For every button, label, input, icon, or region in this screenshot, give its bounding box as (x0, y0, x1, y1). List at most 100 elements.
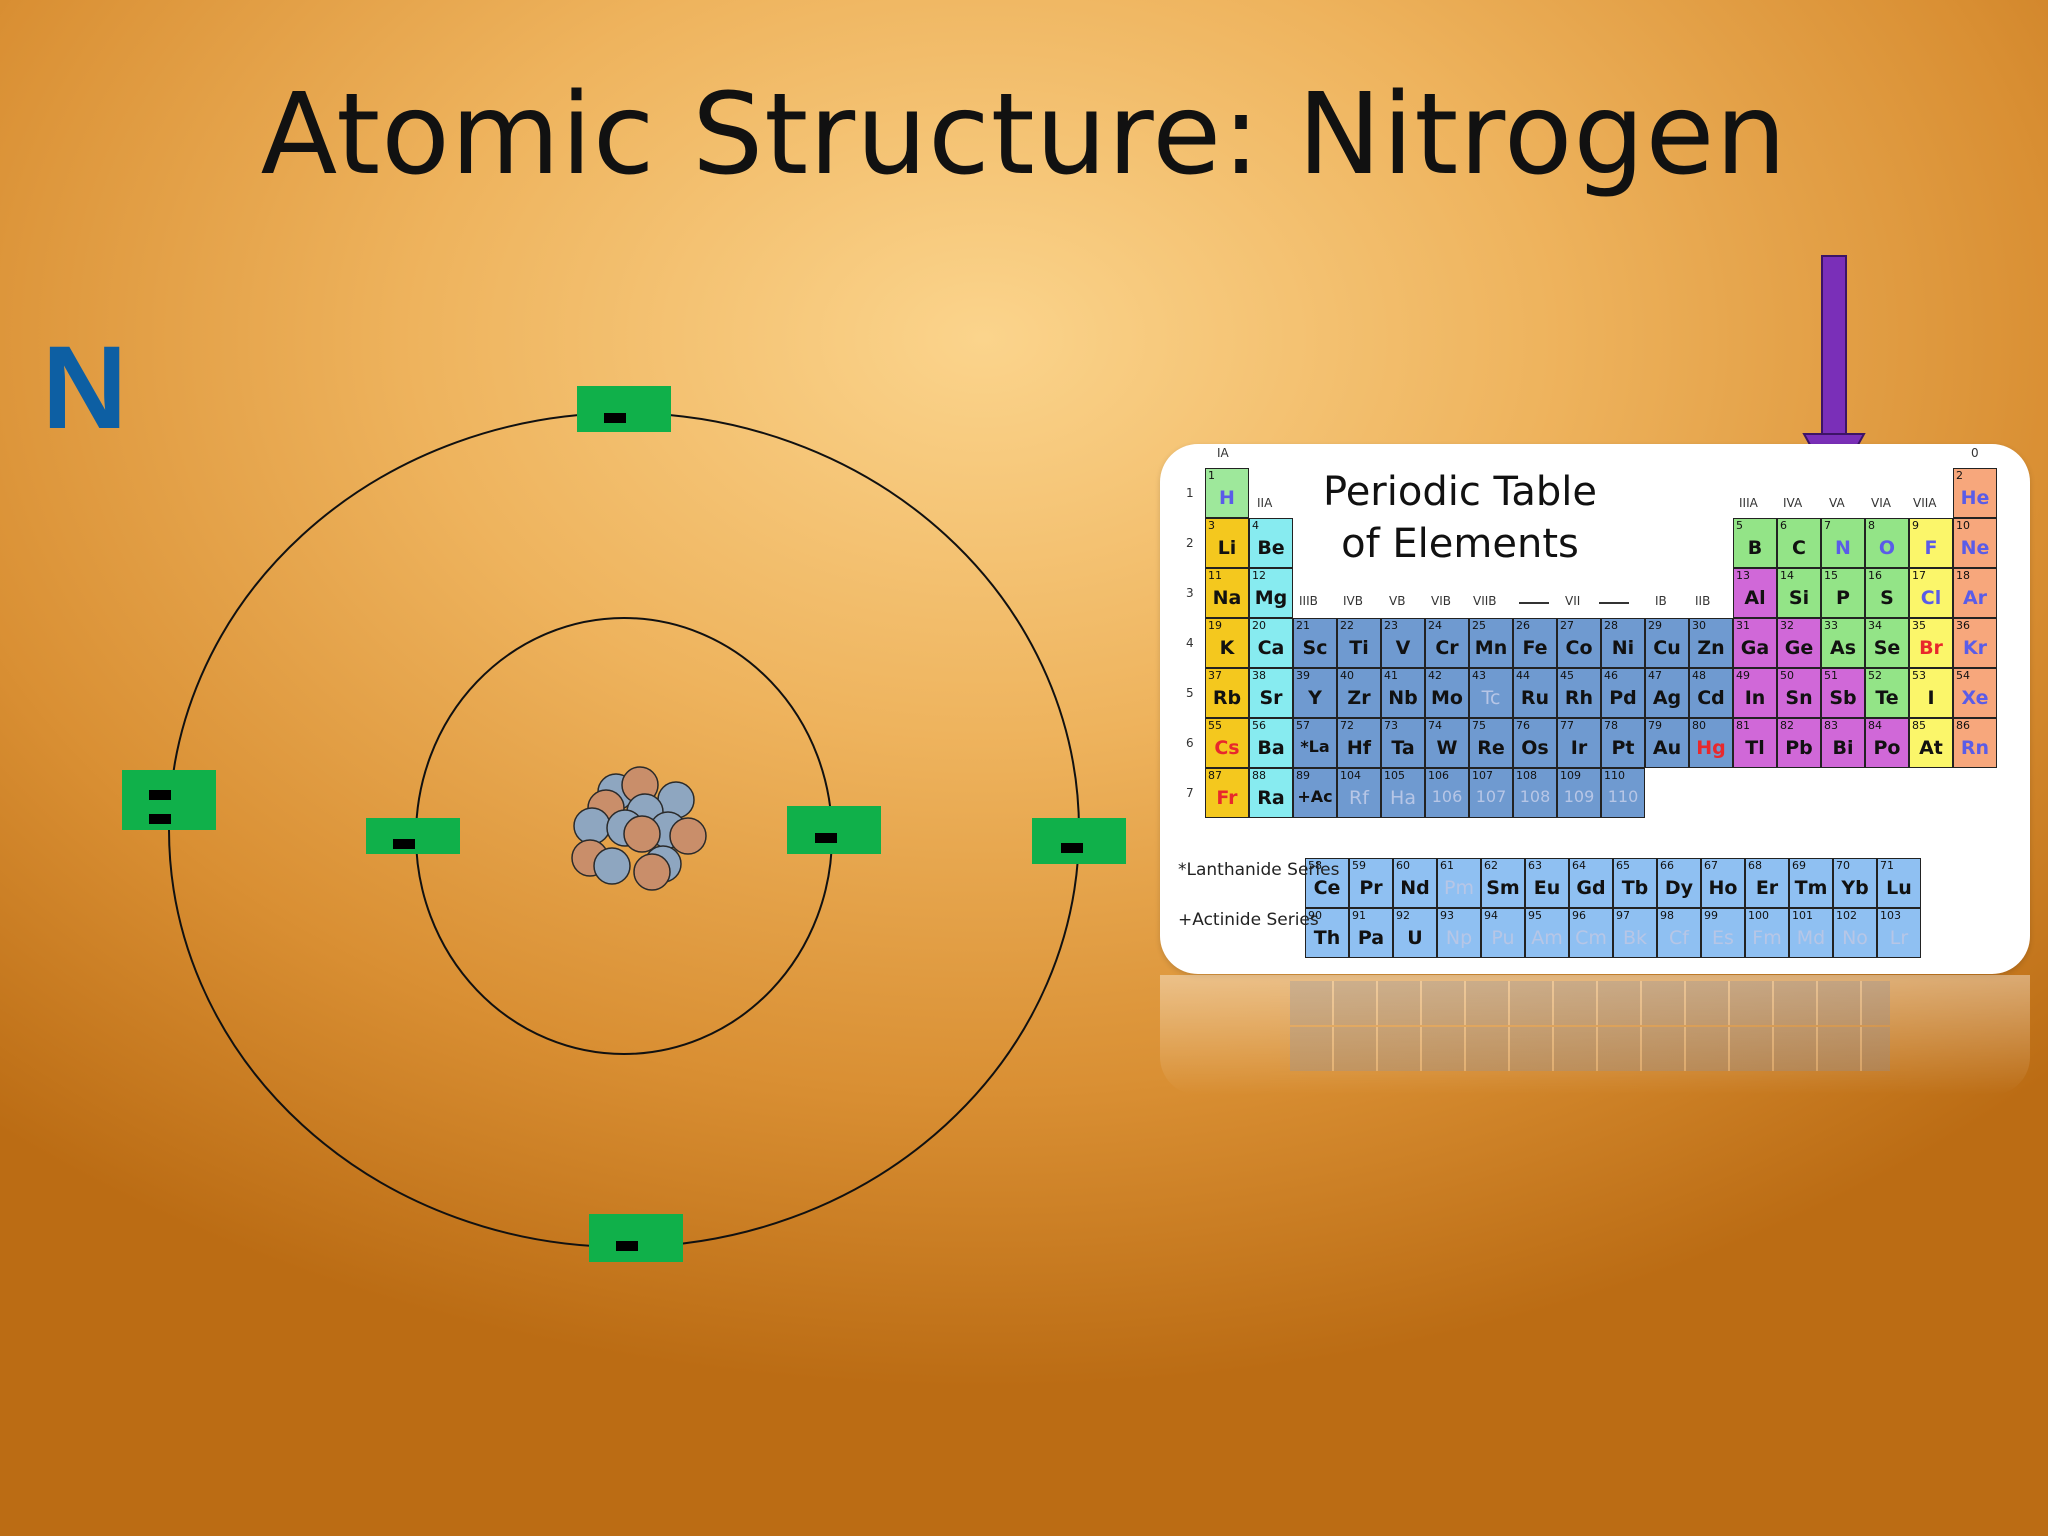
group-label: IIA (1257, 496, 1272, 510)
element-cell-es: 99Es (1701, 908, 1745, 958)
element-cell-os: 76Os (1513, 718, 1557, 768)
element-symbol-text: Mn (1470, 637, 1512, 659)
group-label: VIIA (1913, 496, 1937, 510)
atomic-number: 21 (1296, 619, 1310, 632)
element-symbol-text: Sb (1822, 687, 1864, 709)
element-cell-v: 23V (1381, 618, 1425, 668)
periodic-table-title: Periodic Table of Elements (1310, 466, 1610, 570)
atomic-number: 16 (1868, 569, 1882, 582)
element-symbol-text: Eu (1526, 877, 1568, 899)
element-symbol-text: U (1394, 927, 1436, 949)
element-cell-ne: 10Ne (1953, 518, 1997, 568)
element-cell-dy: 66Dy (1657, 858, 1701, 908)
atomic-number: 8 (1868, 519, 1875, 532)
atomic-number: 46 (1604, 669, 1618, 682)
element-symbol-text: Np (1438, 927, 1480, 949)
element-cell-lu: 71Lu (1877, 858, 1921, 908)
element-cell-o: 8O (1865, 518, 1909, 568)
element-symbol-text: Sn (1778, 687, 1820, 709)
periodic-table-reflection (1160, 975, 2030, 1095)
element-symbol-text: Rh (1558, 687, 1600, 709)
element-symbol-text: F (1910, 537, 1952, 559)
atomic-number: 69 (1792, 859, 1806, 872)
atomic-number: 32 (1780, 619, 1794, 632)
element-symbol-text: Pu (1482, 927, 1524, 949)
group-label: VB (1389, 594, 1405, 608)
element-cell-sb: 51Sb (1821, 668, 1865, 718)
atomic-number: 41 (1384, 669, 1398, 682)
element-symbol-text: Zn (1690, 637, 1732, 659)
atomic-number: 30 (1692, 619, 1706, 632)
element-cell-pd: 46Pd (1601, 668, 1645, 718)
element-cell-ac: 89+Ac (1293, 768, 1337, 818)
element-symbol-text: Ge (1778, 637, 1820, 659)
element-symbol-text: Co (1558, 637, 1600, 659)
element-cell-be: 4Be (1249, 518, 1293, 568)
element-symbol-text: Te (1866, 687, 1908, 709)
atomic-number: 12 (1252, 569, 1266, 582)
group-label: IB (1655, 594, 1667, 608)
element-symbol-text: Br (1910, 637, 1952, 659)
atomic-number: 49 (1736, 669, 1750, 682)
atomic-number: 45 (1560, 669, 1574, 682)
element-symbol-text: Ra (1250, 787, 1292, 809)
element-cell-nb: 41Nb (1381, 668, 1425, 718)
element-symbol-text: Xe (1954, 687, 1996, 709)
electron-minus-sign (815, 833, 837, 843)
atomic-number: 60 (1396, 859, 1410, 872)
periodic-table: Periodic Table of Elements 1H2He3Li4Be5B… (1160, 444, 2030, 974)
element-cell-c: 6C (1777, 518, 1821, 568)
element-symbol-text: Pt (1602, 737, 1644, 759)
element-symbol-text: Pr (1350, 877, 1392, 899)
element-cell-110: 110110 (1601, 768, 1645, 818)
element-cell-ra: 88Ra (1249, 768, 1293, 818)
bohr-model-diagram (0, 0, 1140, 1300)
atomic-number: 35 (1912, 619, 1926, 632)
element-symbol-text: B (1734, 537, 1776, 559)
electron-minus-sign (1061, 843, 1083, 853)
element-cell-ru: 44Ru (1513, 668, 1557, 718)
element-symbol-text: Cf (1658, 927, 1700, 949)
atomic-number: 101 (1792, 909, 1813, 922)
element-symbol-text: Dy (1658, 877, 1700, 899)
atomic-number: 87 (1208, 769, 1222, 782)
atomic-number: 73 (1384, 719, 1398, 732)
element-symbol-text: Ni (1602, 637, 1644, 659)
element-cell-rn: 86Rn (1953, 718, 1997, 768)
electron-minus-sign (393, 839, 415, 849)
atomic-number: 10 (1956, 519, 1970, 532)
period-label: 7 (1186, 786, 1194, 800)
element-symbol-text: He (1954, 487, 1996, 509)
outer-shell-electron (577, 386, 671, 432)
atomic-number: 48 (1692, 669, 1706, 682)
atomic-number: 27 (1560, 619, 1574, 632)
element-cell-ca: 20Ca (1249, 618, 1293, 668)
atomic-number: 63 (1528, 859, 1542, 872)
element-cell-al: 13Al (1733, 568, 1777, 618)
atomic-number: 102 (1836, 909, 1857, 922)
atomic-number: 84 (1868, 719, 1882, 732)
element-cell-108: 108108 (1513, 768, 1557, 818)
element-symbol-text: Ho (1702, 877, 1744, 899)
atomic-number: 104 (1340, 769, 1361, 782)
element-symbol-text: Os (1514, 737, 1556, 759)
group-label: VII (1565, 594, 1580, 608)
atomic-number: 61 (1440, 859, 1454, 872)
element-symbol-text: Hg (1690, 737, 1732, 759)
element-symbol-text: Po (1866, 737, 1908, 759)
element-cell-pt: 78Pt (1601, 718, 1645, 768)
element-symbol-text: H (1206, 487, 1248, 509)
element-symbol-text: Be (1250, 537, 1292, 559)
element-cell-as: 33As (1821, 618, 1865, 668)
element-symbol-text: No (1834, 927, 1876, 949)
atomic-number: 13 (1736, 569, 1750, 582)
element-symbol-text: Fm (1746, 927, 1788, 949)
element-cell-xe: 54Xe (1953, 668, 1997, 718)
atomic-number: 28 (1604, 619, 1618, 632)
element-cell-cl: 17Cl (1909, 568, 1953, 618)
